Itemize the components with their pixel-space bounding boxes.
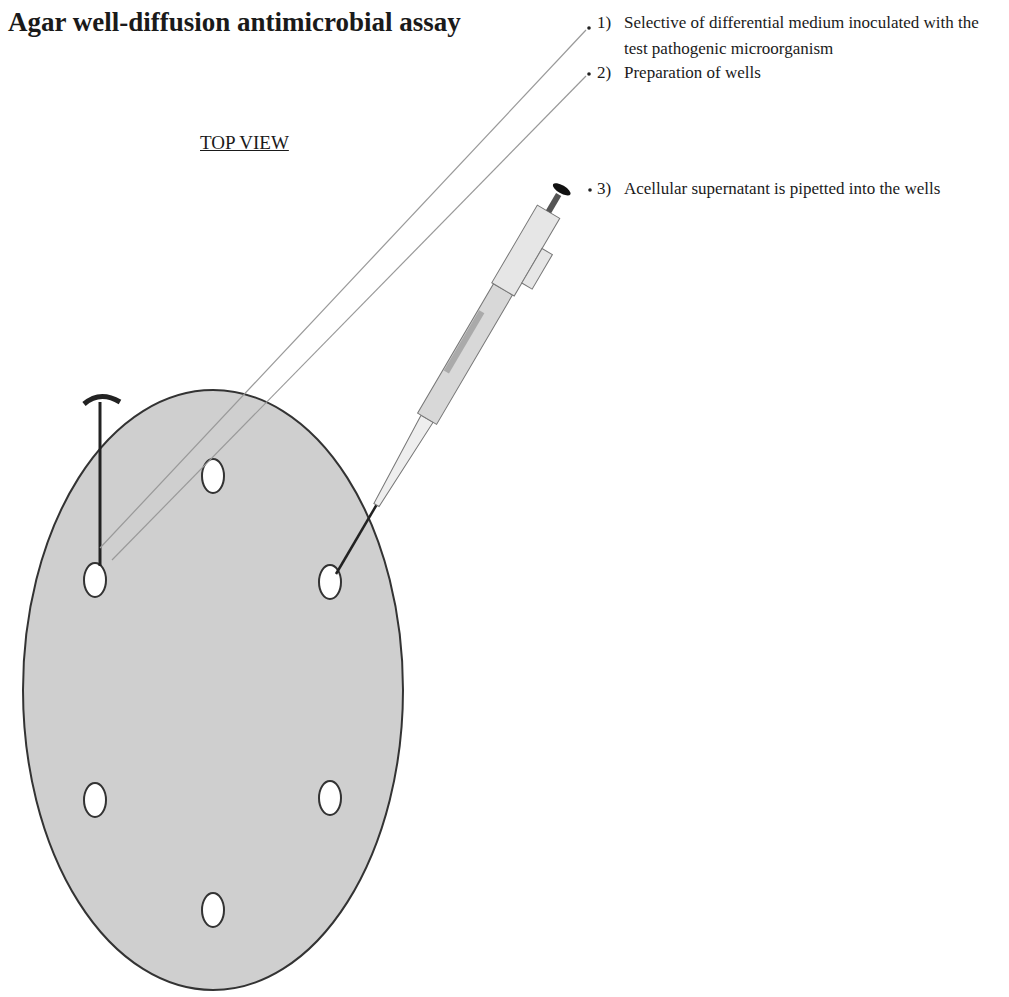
step-note: Acellular supernatant is pipetted into t… [624,176,994,202]
cutter-handle [84,396,120,404]
cutter-shaft [99,402,102,566]
leader-dot [587,72,591,76]
step-note: Preparation of wells [624,60,994,86]
wells [84,459,341,927]
well [84,783,106,817]
pipette-tip-cone [370,415,433,508]
step-note: Selective of differential medium inocula… [624,10,994,63]
callout-number: 2) [597,60,611,86]
pipette-hook [522,249,553,290]
well [84,563,106,597]
well [202,893,224,927]
pipette-tip [336,505,376,574]
diagram-title: Agar well-diffusion antimicrobial assay [8,2,461,44]
well-cutter [84,396,120,566]
pipette-grip [444,310,485,373]
callout-number: 3) [597,176,611,202]
leader-line [100,30,586,548]
callout-number: 1) [597,10,611,36]
leader-dot [587,26,591,30]
well [319,781,341,815]
pipette-plunger [546,193,561,213]
leader-line [112,76,586,560]
view-label: TOP VIEW [200,128,289,157]
pipette-handle [492,205,560,296]
pipette-button [551,181,572,198]
leader-lines [100,30,586,560]
agar-plate [23,390,403,990]
pipette-body [418,284,513,425]
pipette [325,179,585,586]
leader-dot [588,188,592,192]
